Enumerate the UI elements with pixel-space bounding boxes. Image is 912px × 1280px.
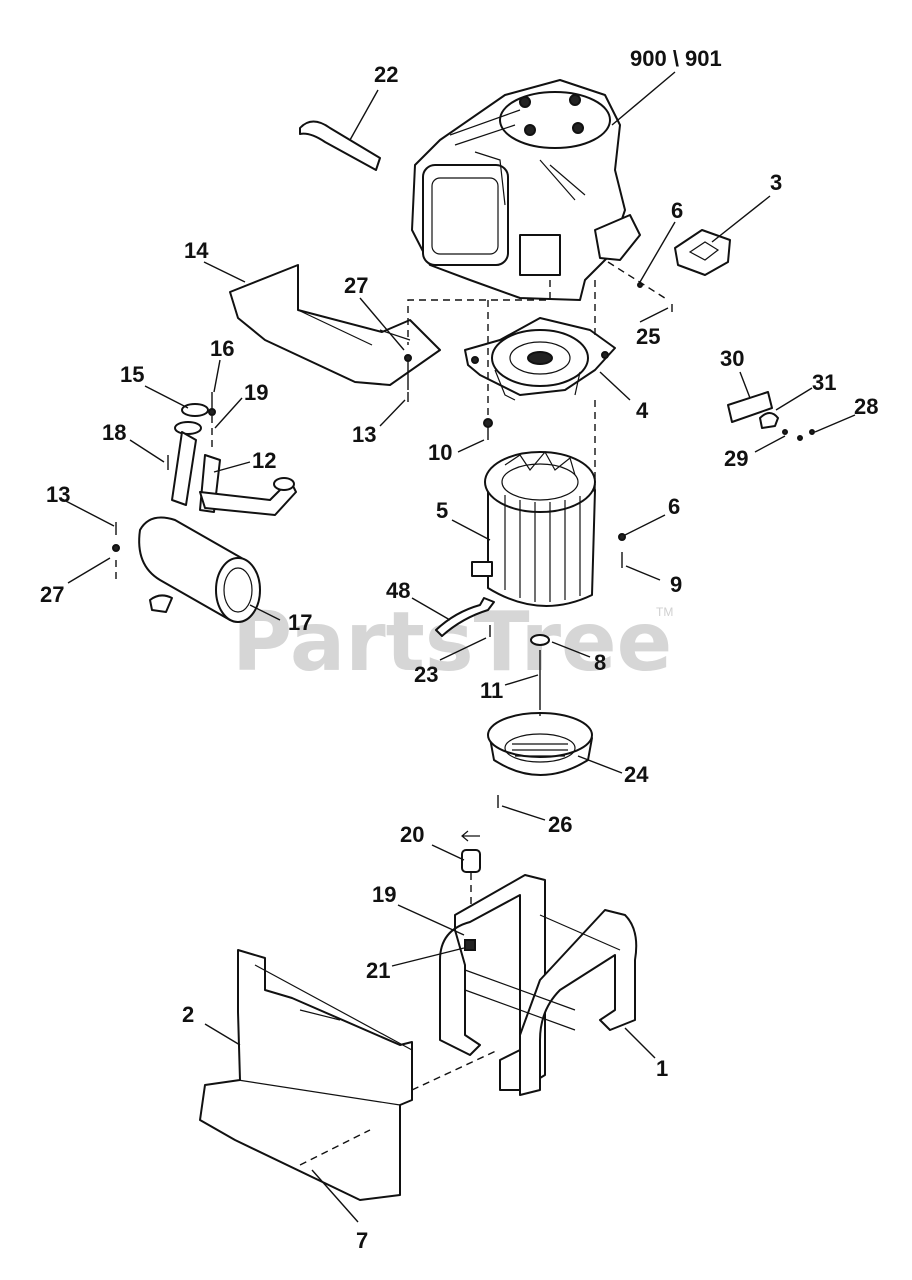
label-5: 5 — [436, 498, 448, 523]
label-6-top: 6 — [671, 198, 683, 223]
washer-part-8 — [530, 634, 550, 646]
label-19-bottom: 19 — [372, 882, 396, 907]
label-29: 29 — [724, 446, 748, 471]
alternator-part — [471, 450, 596, 607]
engine-part — [411, 79, 641, 301]
muffler-part — [138, 516, 261, 623]
label-9: 9 — [670, 572, 682, 597]
callout-labels: 900 \ 901 22 3 6 14 27 25 4 30 31 28 29 … — [40, 46, 878, 1253]
label-11: 11 — [480, 678, 503, 703]
frame-part — [439, 874, 638, 1096]
label-24: 24 — [624, 762, 649, 787]
screw-part-28 — [809, 429, 815, 435]
label-8: 8 — [594, 650, 606, 675]
label-26: 26 — [548, 812, 572, 837]
label-27-top: 27 — [344, 273, 368, 298]
label-23: 23 — [414, 662, 438, 687]
shield-part-14 — [229, 264, 441, 386]
bracket-part-3 — [674, 229, 731, 276]
end-cover-part — [487, 712, 593, 776]
label-17: 17 — [288, 610, 312, 635]
label-21: 21 — [366, 958, 390, 983]
label-20: 20 — [400, 822, 424, 847]
label-900-901: 900 \ 901 — [630, 46, 722, 71]
clamp-part-31 — [759, 412, 779, 429]
label-25: 25 — [636, 324, 660, 349]
label-2: 2 — [182, 1002, 194, 1027]
label-16: 16 — [210, 336, 234, 361]
bracket-part-30 — [727, 391, 773, 423]
label-28: 28 — [854, 394, 878, 419]
label-14: 14 — [184, 238, 209, 263]
adapter-plate-part — [464, 317, 616, 401]
label-15: 15 — [120, 362, 144, 387]
label-22: 22 — [374, 62, 398, 87]
label-1: 1 — [656, 1056, 668, 1081]
label-10: 10 — [428, 440, 452, 465]
leader-lines — [59, 71, 856, 1223]
label-19-top: 19 — [244, 380, 268, 405]
trademark-text: TM — [656, 605, 673, 619]
watermark-text: PartsTree — [232, 595, 672, 690]
nut-part-21 — [464, 939, 476, 951]
label-27-left: 27 — [40, 582, 64, 607]
exhaust-part — [171, 431, 297, 516]
wire-part — [435, 597, 495, 637]
label-48: 48 — [386, 578, 410, 603]
label-18: 18 — [102, 420, 126, 445]
label-13-left: 13 — [46, 482, 70, 507]
washer-part-29 — [782, 429, 788, 435]
label-4: 4 — [636, 398, 649, 423]
hose-part — [299, 120, 381, 171]
mount-part-20 — [461, 849, 481, 873]
assembly-lines — [115, 261, 669, 1166]
label-31: 31 — [812, 370, 836, 395]
label-3: 3 — [770, 170, 782, 195]
label-12: 12 — [252, 448, 276, 473]
label-6-right: 6 — [668, 494, 680, 519]
label-13-mid: 13 — [352, 422, 376, 447]
gasket-part-15 — [181, 403, 209, 417]
screw-parts — [112, 282, 673, 808]
label-7: 7 — [356, 1228, 368, 1253]
label-30: 30 — [720, 346, 744, 371]
tray-part — [199, 949, 499, 1201]
